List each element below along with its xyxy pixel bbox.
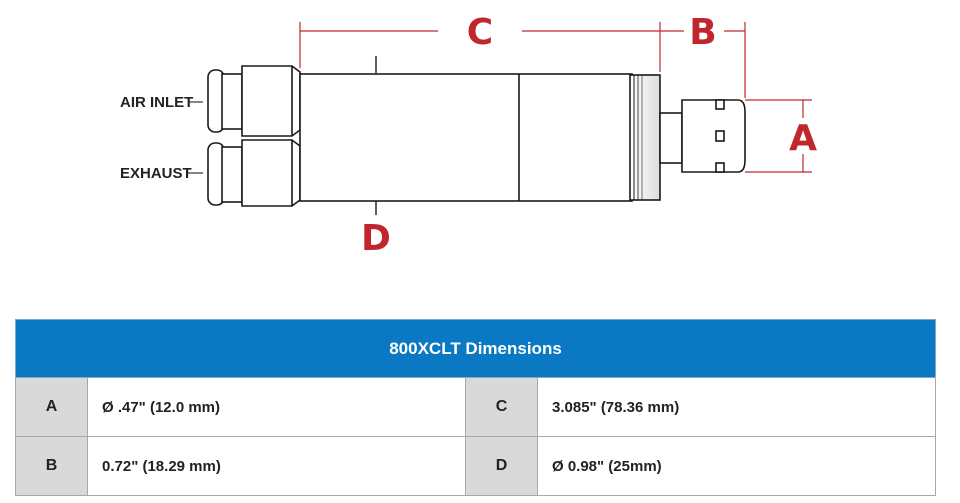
dimensions-table: 800XCLT Dimensions A Ø .47" (12.0 mm) C …: [14, 319, 937, 496]
table-title: 800XCLT Dimensions: [14, 319, 937, 378]
dimension-a-letter: A: [789, 118, 817, 159]
exhaust-fitting-nut: [221, 146, 243, 203]
dimension-key-cell: D: [465, 436, 538, 496]
main-body: [299, 73, 633, 202]
collet-slot: [715, 162, 725, 173]
tool-dimension-drawing: AIR INLET EXHAUST: [120, 12, 817, 259]
dimension-key-cell: A: [15, 377, 88, 437]
dimension-value-cell: Ø 0.98" (25mm): [536, 436, 937, 496]
nose-step: [659, 112, 683, 164]
dimension-key-cell: C: [465, 377, 538, 437]
dimension-value-cell: 0.72" (18.29 mm): [87, 436, 466, 496]
table-header-row: 800XCLT Dimensions: [14, 319, 937, 378]
table-row: A Ø .47" (12.0 mm) C 3.085" (78.36 mm): [15, 377, 937, 437]
dimension-c-letter: C: [467, 12, 493, 53]
exhaust-label: EXHAUST: [120, 165, 192, 182]
knurled-collar: [629, 74, 661, 201]
air-inlet-label: AIR INLET: [120, 94, 193, 111]
dimension-lines: [299, 22, 812, 173]
tool-outline: [207, 65, 746, 207]
dimension-d-letter: D: [361, 218, 391, 259]
dimension-key-cell: B: [15, 436, 88, 496]
table-row: B 0.72" (18.29 mm) D Ø 0.98" (25mm): [15, 436, 937, 496]
air-inlet-fitting-nut: [221, 73, 243, 130]
dimension-value-cell: 3.085" (78.36 mm): [536, 377, 937, 437]
dimension-value-cell: Ø .47" (12.0 mm): [87, 377, 466, 437]
collet-slot: [715, 130, 725, 142]
dimension-b-letter: B: [689, 12, 716, 53]
nose-collet: [681, 99, 746, 173]
collet-slot: [715, 99, 725, 110]
